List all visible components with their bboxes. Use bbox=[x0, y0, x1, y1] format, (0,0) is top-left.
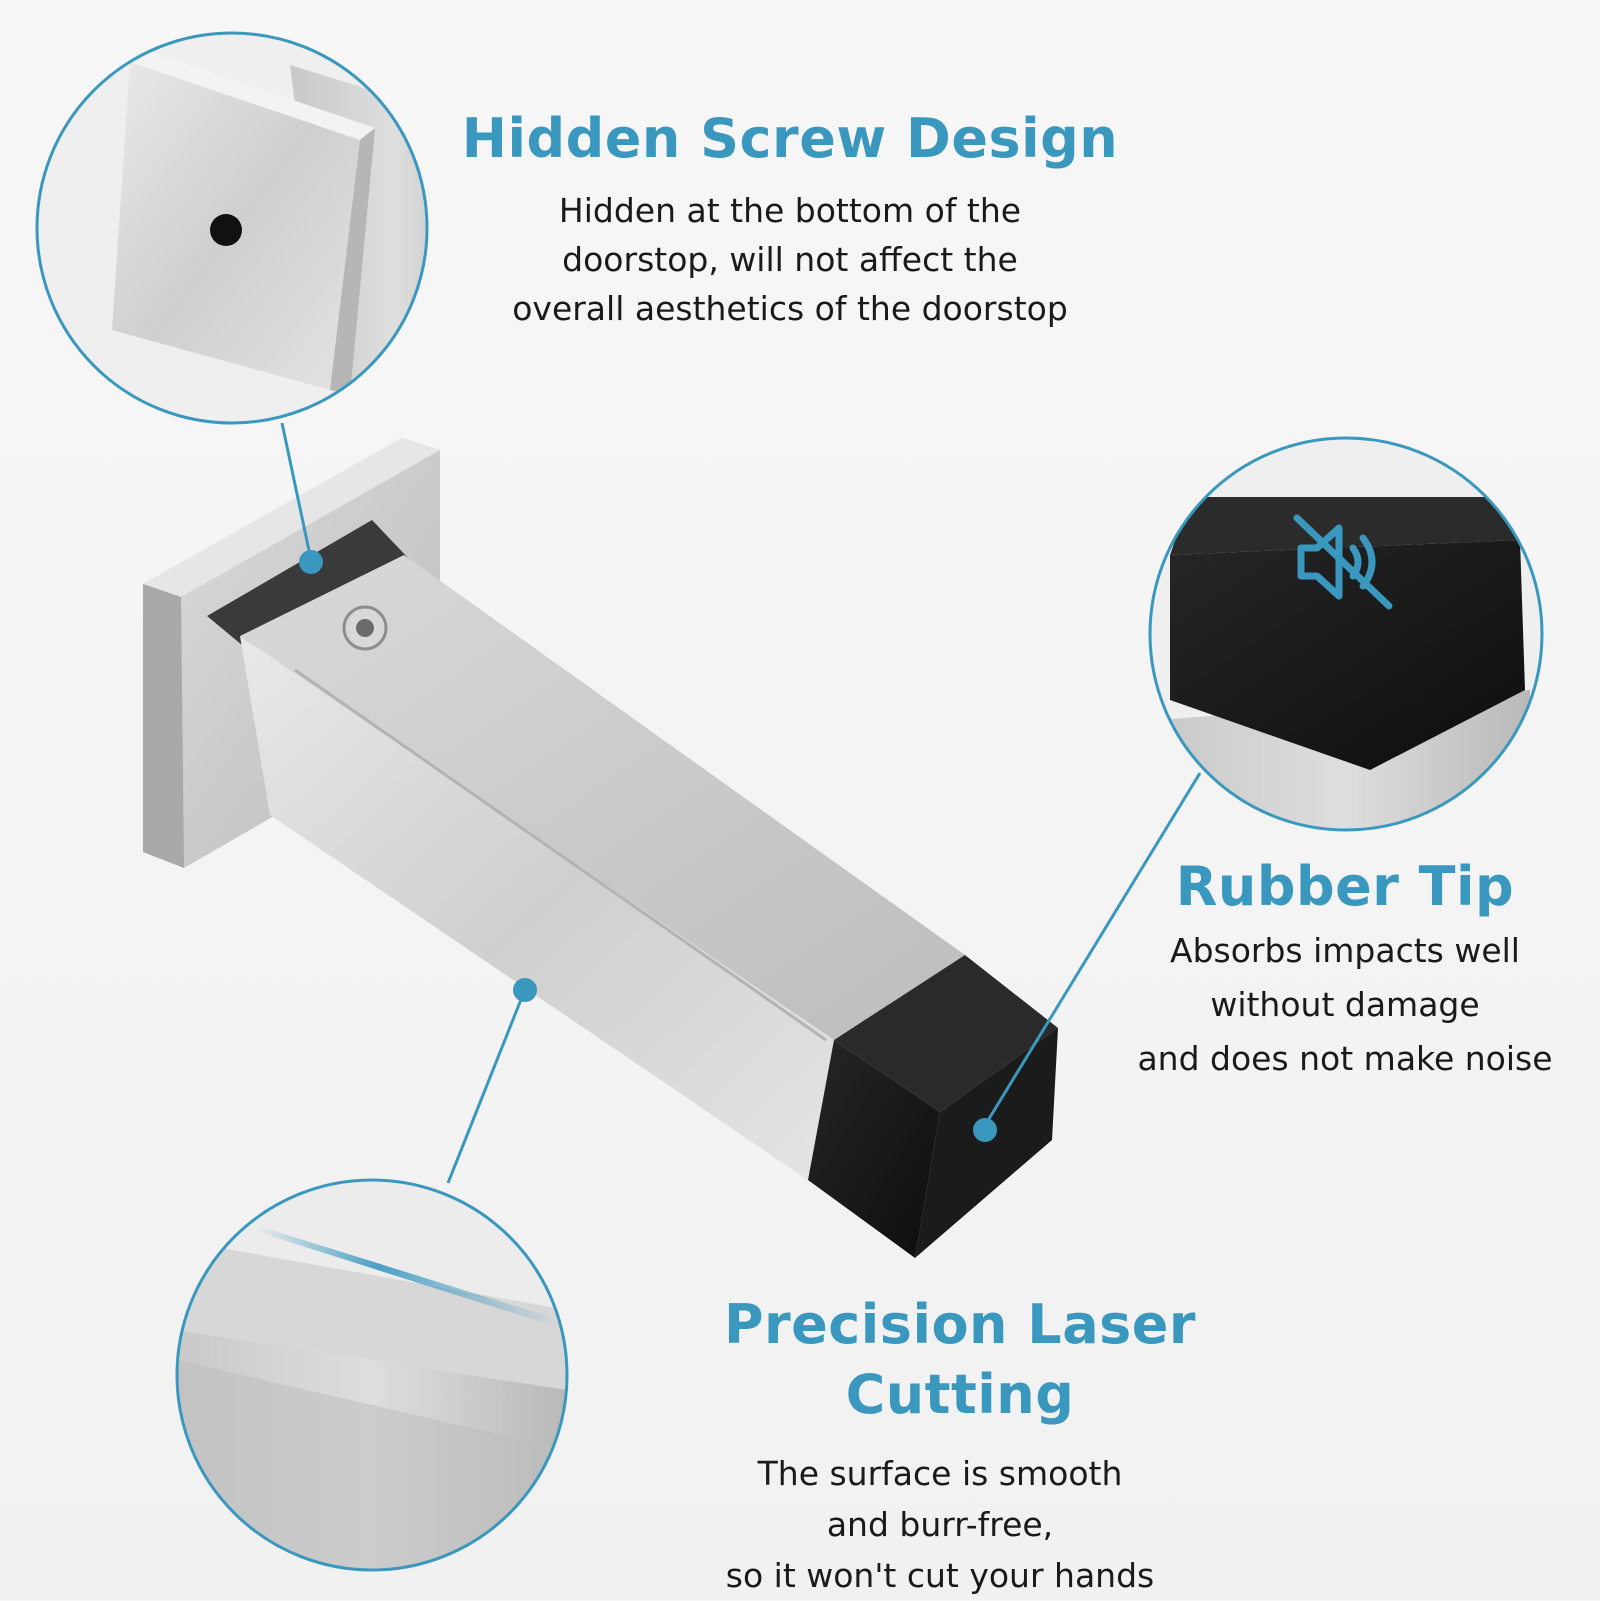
callout-circle bbox=[175, 1178, 569, 1572]
closeup-rubber-top bbox=[1170, 497, 1520, 555]
callout-line bbox=[982, 772, 1202, 1128]
mute-speaker-icon bbox=[1293, 514, 1393, 610]
wall-plate-side bbox=[143, 584, 184, 868]
hex-screw-socket bbox=[356, 619, 374, 637]
feature-title: Precision Laser Cutting bbox=[723, 1293, 1197, 1426]
feature-laser-cutting: Precision Laser Cutting The surface is s… bbox=[600, 1290, 1320, 1601]
rubber-tip-top bbox=[834, 955, 1058, 1112]
rod-top-face bbox=[240, 555, 965, 1040]
feature-description: Hidden at the bottom of the doorstop, wi… bbox=[512, 191, 1068, 328]
callout-line bbox=[280, 422, 313, 561]
callout-dot bbox=[513, 978, 537, 1002]
callout-laser-cutting bbox=[175, 978, 569, 1572]
rubber-tip-front bbox=[808, 1040, 940, 1258]
callout-circle bbox=[1148, 436, 1544, 832]
callout-dot bbox=[973, 1118, 997, 1142]
doorstop-product bbox=[143, 438, 1058, 1258]
mount-gap bbox=[207, 520, 410, 650]
closeup-rubber-tip bbox=[1170, 540, 1525, 770]
callout-circle bbox=[35, 31, 429, 425]
rod-front-face bbox=[240, 636, 834, 1180]
feature-description: Absorbs impacts well without damage and … bbox=[1137, 931, 1553, 1078]
feature-description: The surface is smooth and burr-free, so … bbox=[725, 1454, 1155, 1595]
rubber-tip-side bbox=[915, 1028, 1058, 1258]
hidden-screw-hole bbox=[210, 214, 242, 246]
callout-hidden-screw bbox=[35, 31, 429, 574]
closeup-bevel-edge bbox=[177, 1240, 567, 1390]
feature-hidden-screw: Hidden Screw Design Hidden at the bottom… bbox=[460, 104, 1120, 333]
feature-title: Rubber Tip bbox=[1175, 855, 1515, 918]
feature-rubber-tip: Rubber Tip Absorbs impacts well without … bbox=[1100, 852, 1590, 1086]
feature-title: Hidden Screw Design bbox=[461, 107, 1119, 170]
callout-dot bbox=[299, 550, 323, 574]
laser-highlight bbox=[255, 1225, 560, 1328]
rod-edge-line bbox=[294, 668, 827, 1042]
callout-line bbox=[446, 991, 526, 1184]
wall-plate-edge bbox=[143, 438, 440, 597]
callout-rubber-tip bbox=[973, 436, 1544, 1142]
